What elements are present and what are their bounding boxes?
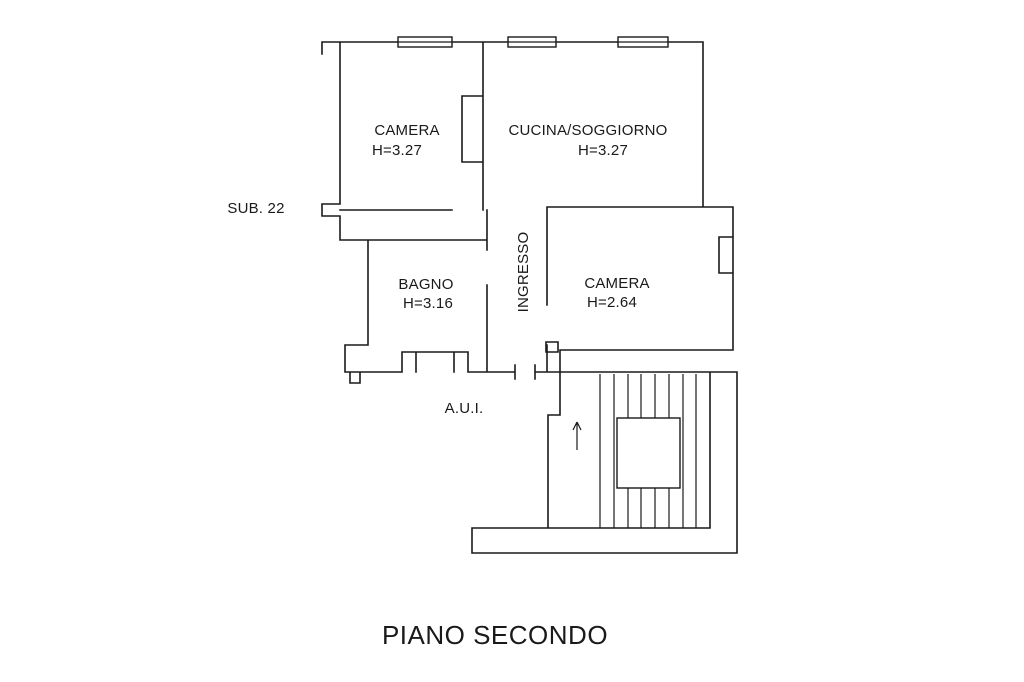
room-height-camera2: H=2.64 <box>587 294 637 311</box>
room-height-cucina: H=3.27 <box>578 142 628 159</box>
window-camera1 <box>397 36 453 48</box>
aui-annotation: A.U.I. <box>445 400 484 417</box>
room-label-bagno: BAGNO <box>398 276 453 293</box>
window-cucina <box>617 36 669 48</box>
room-label-cucina: CUCINA/SOGGIORNO <box>508 122 667 139</box>
room-height-camera1: H=3.27 <box>372 142 422 159</box>
stair-direction-arrow <box>572 421 582 450</box>
sub-annotation: SUB. 22 <box>227 200 284 217</box>
page-title: PIANO SECONDO <box>382 620 608 650</box>
room-height-bagno: H=3.16 <box>403 295 453 312</box>
window-center <box>507 36 557 48</box>
stair-landing <box>616 417 681 489</box>
staircase <box>572 374 697 528</box>
room-label-ingresso: INGRESSO <box>515 232 532 313</box>
room-label-camera2: CAMERA <box>584 275 649 292</box>
room-label-camera1: CAMERA <box>374 122 439 139</box>
